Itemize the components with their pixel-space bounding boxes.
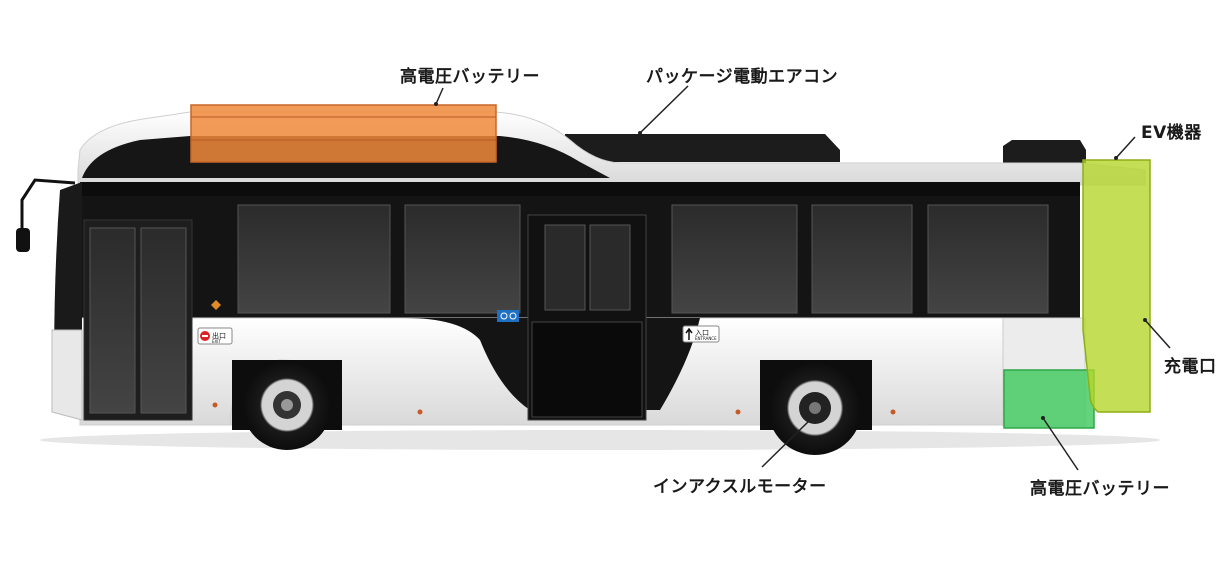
- label-aircon: パッケージ電動エアコン: [646, 67, 839, 87]
- middle-door-lower: [531, 321, 643, 418]
- entrance-sign-en: ENTRANCE: [695, 336, 717, 341]
- marker-light: [890, 409, 896, 415]
- entrance-arrow-icon: [685, 327, 693, 340]
- front-bumper: [51, 329, 83, 421]
- side-mirror: [20, 178, 76, 245]
- battery-roof-highlight: [190, 104, 497, 163]
- window-3: [671, 204, 798, 314]
- label-battery-rear: 高電圧バッテリー: [1030, 479, 1170, 499]
- leader-battery-roof: [435, 87, 444, 105]
- window-1: [237, 204, 391, 314]
- middle-door-glass-1: [544, 224, 586, 311]
- ev-equipment-highlight: [1082, 159, 1151, 413]
- belt-line: [80, 182, 1080, 196]
- exit-sign-en: EXIT: [212, 339, 221, 344]
- label-battery-roof: 高電圧バッテリー: [400, 67, 540, 87]
- window-2: [404, 204, 521, 314]
- window-4: [811, 204, 913, 314]
- front-door-glass-2: [140, 227, 187, 414]
- middle-door-glass-2: [589, 224, 631, 311]
- roof-ev-pod: [1003, 140, 1086, 165]
- marker-light: [417, 409, 423, 415]
- label-charging-port: 充電口: [1164, 357, 1217, 377]
- leader-inaxle-motor: [761, 417, 813, 468]
- entrance-sign: [682, 325, 720, 343]
- mirror-head: [16, 228, 30, 252]
- leader-aircon: [639, 85, 689, 134]
- orange-diamond: [211, 300, 221, 310]
- marker-light: [212, 402, 218, 408]
- entrance-sign-jp: 入口: [695, 329, 709, 337]
- label-inaxle-motor: インアクスルモーター: [653, 477, 827, 497]
- front-door-glass-1: [89, 227, 136, 414]
- exit-sign-jp: 出口: [212, 331, 226, 340]
- marker-light: [735, 409, 741, 415]
- window-5: [927, 204, 1049, 314]
- leader-battery-rear: [1042, 417, 1079, 471]
- label-ev-equipment: EV機器: [1141, 123, 1202, 143]
- battery-rear-highlight: [1003, 369, 1095, 429]
- leader-charging-port: [1144, 319, 1171, 349]
- ground-shadow: [40, 430, 1160, 450]
- aircon-unit: [565, 134, 840, 162]
- leader-ev-equipment: [1115, 136, 1136, 159]
